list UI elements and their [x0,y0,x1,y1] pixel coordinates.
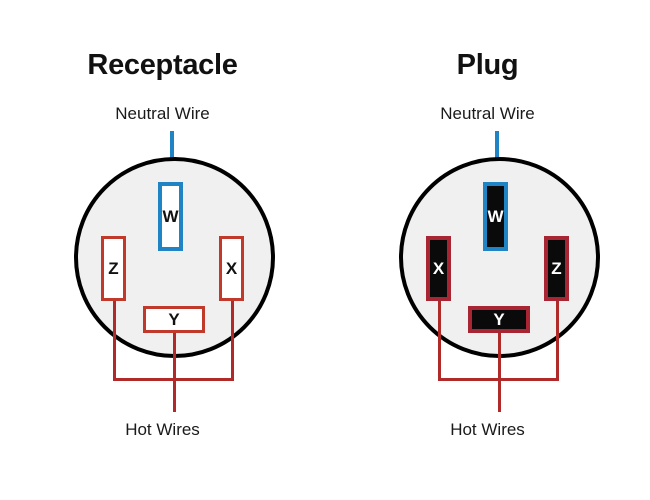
plug-hot-wire-right [555,296,559,381]
plug-diagram: Plug Neutral Wire W X Z Y Hot Wires [325,0,650,500]
receptacle-hot-wire-bus [112,377,234,381]
plug-slot-bottom-label: Y [493,310,505,329]
plug-slot-right-label: Z [551,259,562,278]
receptacle-slot-left-label: Z [108,259,119,278]
receptacle-slot-right-label: X [225,259,238,278]
plug-slot-neutral[interactable]: W [483,182,508,251]
plug-slot-bottom[interactable]: Y [468,306,530,333]
plug-slot-left[interactable]: X [426,236,451,301]
plug-slot-right[interactable]: Z [544,236,569,301]
receptacle-slot-left[interactable]: Z [101,236,126,301]
receptacle-title: Receptacle [87,49,238,81]
receptacle-neutral-wire-label: Neutral Wire [115,104,210,123]
plug-hot-wires-label: Hot Wires [450,420,525,439]
receptacle-hot-wire-center [172,330,176,412]
receptacle-slot-bottom[interactable]: Y [143,306,205,333]
receptacle-hot-wire-right [230,296,234,381]
plug-hot-wire-bus [437,377,559,381]
receptacle-hot-wires-label: Hot Wires [125,420,200,439]
receptacle-slot-neutral[interactable]: W [158,182,183,251]
plug-slot-neutral-label: W [487,207,504,226]
receptacle-diagram: Receptacle Neutral Wire W Z X Y Hot Wire… [74,49,275,439]
plug-hot-wire-center [497,330,501,412]
plug-title: Plug [456,49,519,81]
plug-slot-left-label: X [432,259,445,278]
plug-neutral-wire-label: Neutral Wire [440,104,535,123]
receptacle-slot-right[interactable]: X [219,236,244,301]
receptacle-hot-wire-left [112,296,116,381]
receptacle-slot-neutral-label: W [162,207,179,226]
receptacle-slot-bottom-label: Y [168,310,180,329]
plug-hot-wire-left [437,296,441,381]
